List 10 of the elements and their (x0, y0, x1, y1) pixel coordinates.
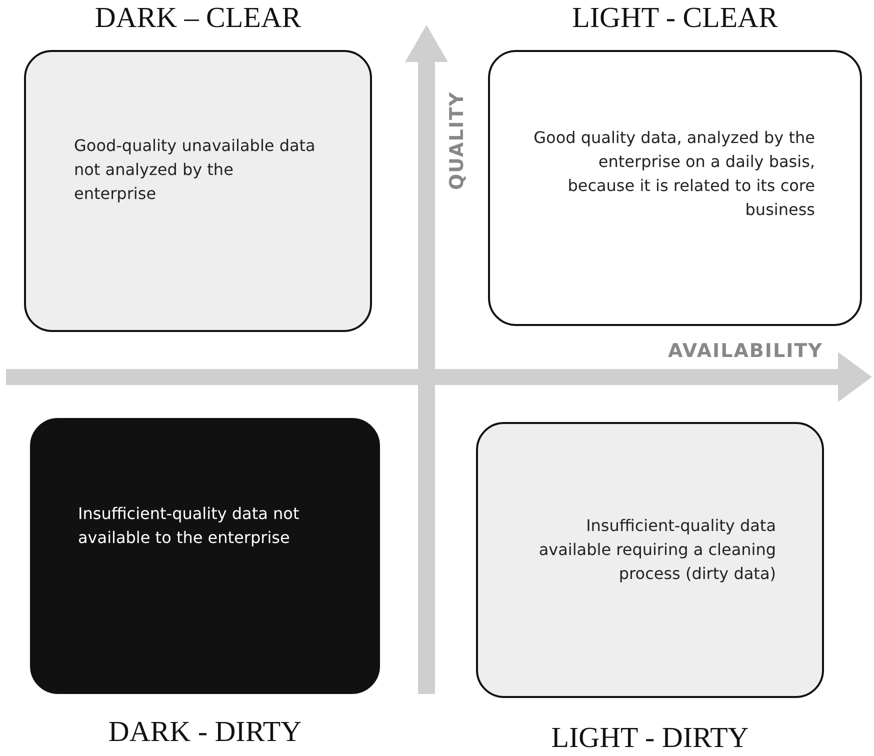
quadrant-description: Good-quality unavailable data not analyzed by the enterprise (74, 135, 316, 205)
quadrant-heading: LIGHT - DIRTY (550, 722, 750, 755)
quadrant-description: Insufficient-quality data not available to the enterprise (78, 503, 300, 549)
quadrant-heading: LIGHT - CLEAR (571, 2, 779, 35)
quadrant-description: Insufficient-quality data available requiring a cleaning process (dirty data) (538, 515, 776, 585)
axis-label: AVAILABILITY (668, 340, 823, 362)
quadrant-description: Good quality data, analyzed by the enterprise on a daily basis, because it is related to its core business (532, 127, 815, 221)
quadrant-heading: DARK - DIRTY (107, 716, 303, 749)
axis-label: QUALITY (446, 90, 468, 190)
quadrant-heading: DARK – CLEAR (94, 2, 302, 35)
